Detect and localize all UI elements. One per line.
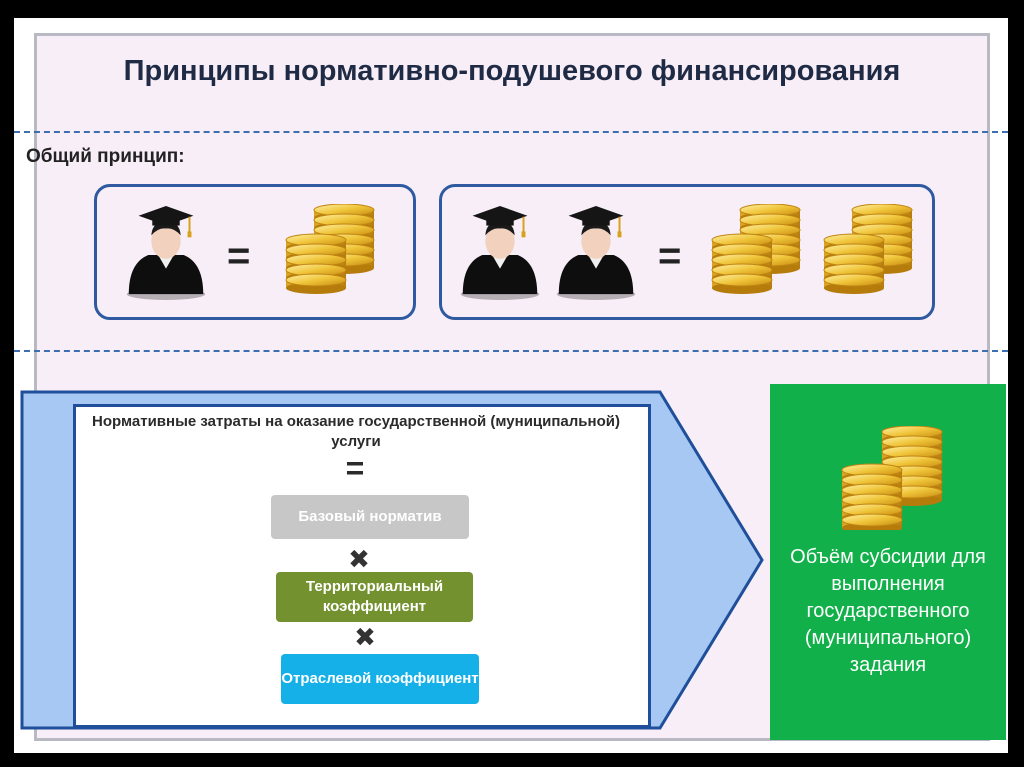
graduate-icon bbox=[555, 204, 637, 300]
coin-stack-icon bbox=[841, 426, 943, 530]
territorial-coefficient: Территориальный коэффициент bbox=[276, 572, 473, 622]
sectoral-coefficient: Отраслевой коэффициент bbox=[281, 654, 479, 704]
multiply-sign: ✖ bbox=[354, 622, 376, 652]
formula-equals: = bbox=[345, 450, 365, 486]
page-title: Принципы нормативно-подушевого финансиро… bbox=[123, 55, 901, 87]
base-normative: Базовый норматив bbox=[271, 495, 469, 539]
result-text: Объём субсидии для выполнения государств… bbox=[790, 546, 986, 676]
equals-sign: = bbox=[227, 234, 251, 278]
subtitle: Общий принцип: bbox=[26, 146, 185, 167]
graduate-icon bbox=[125, 204, 207, 300]
equals-sign: = bbox=[658, 234, 682, 278]
coin-stack-icon bbox=[711, 204, 801, 295]
formula-heading: Нормативные затраты на оказание государс… bbox=[92, 413, 620, 450]
graduate-icon bbox=[459, 204, 541, 300]
coin-stack-icon bbox=[823, 204, 913, 295]
coin-stack-icon bbox=[285, 204, 375, 295]
multiply-sign: ✖ bbox=[348, 544, 370, 574]
divider-bottom bbox=[14, 350, 1008, 352]
divider-top bbox=[14, 131, 1008, 133]
